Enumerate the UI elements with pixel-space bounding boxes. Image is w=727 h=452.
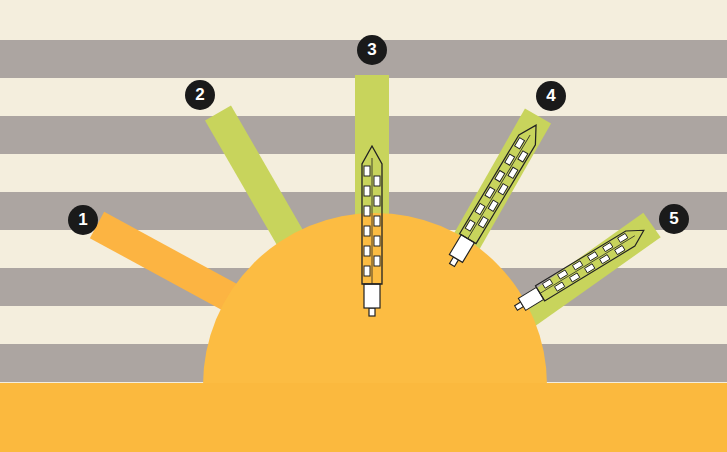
lamp-symbol xyxy=(362,146,382,316)
lamp-symbol xyxy=(511,223,648,316)
callout-number: 2 xyxy=(185,80,215,110)
callout-number: 1 xyxy=(68,205,98,235)
light-ray xyxy=(218,113,300,255)
callout-number: 4 xyxy=(536,81,566,111)
callout-number: 5 xyxy=(659,204,689,234)
ground xyxy=(0,383,727,452)
light-ray xyxy=(515,225,652,322)
light-ray xyxy=(97,225,235,300)
lamp-symbol xyxy=(444,120,545,270)
callout-number: 3 xyxy=(357,35,387,65)
